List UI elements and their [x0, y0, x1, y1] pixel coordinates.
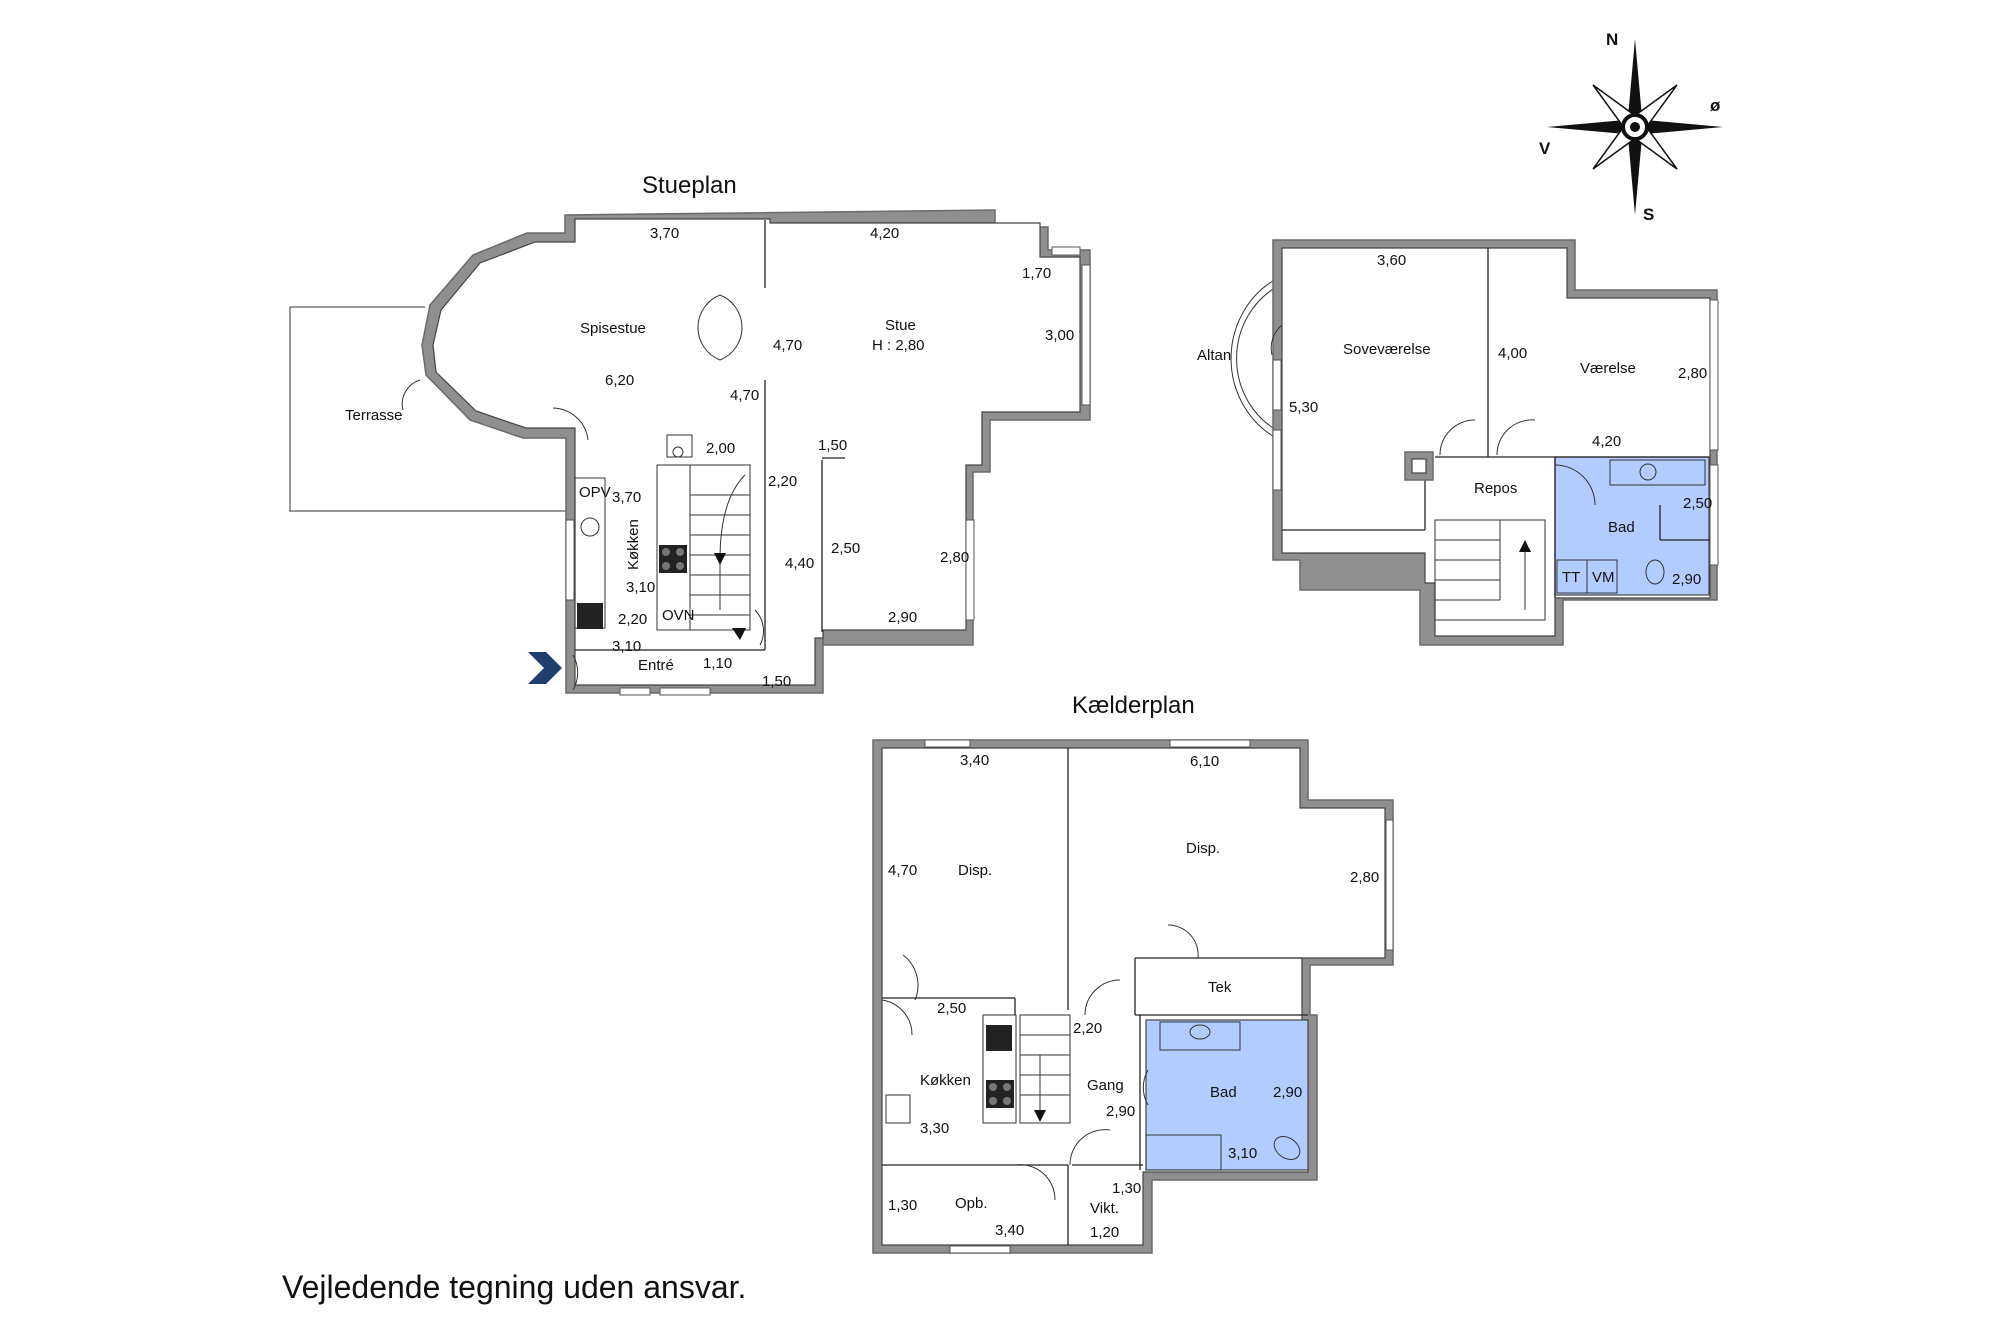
- dim-opb-w: 3,40: [995, 1222, 1024, 1239]
- stueplan-plan: Terrasse Spisestue 3,70 6,20 Stue H : 2,…: [289, 209, 1091, 696]
- dim-spisestue-w: 3,70: [650, 225, 679, 242]
- label-tt: TT: [1562, 569, 1580, 586]
- label-kaelder-bad: Bad: [1210, 1084, 1237, 1101]
- dim-disp1-w: 3,40: [960, 752, 989, 769]
- dim-kitchen-len: 3,70: [612, 489, 641, 506]
- stueplan-title: Stueplan: [642, 172, 737, 199]
- dim-bay-w: 1,70: [1022, 265, 1051, 282]
- dim-kitchen-w2: 2,20: [618, 611, 647, 628]
- label-ovn: OVN: [662, 607, 695, 624]
- dim-upper-bad-d: 2,50: [1683, 495, 1712, 512]
- dim-kitchen-top: 2,00: [706, 440, 735, 457]
- label-opb: Opb.: [955, 1195, 988, 1212]
- dim-gang-len: 2,90: [1106, 1103, 1135, 1120]
- dim-upper-bad-w: 2,90: [1672, 571, 1701, 588]
- dim-k-len: 3,30: [920, 1120, 949, 1137]
- compass-s: S: [1643, 205, 1654, 224]
- label-vm: VM: [1592, 569, 1615, 586]
- dim-between: 4,70: [730, 387, 759, 404]
- dim-hall-len: 4,40: [785, 555, 814, 572]
- dim-gang-top: 2,20: [1073, 1020, 1102, 1037]
- label-sovevaerelse: Soveværelse: [1343, 341, 1431, 358]
- dim-opb-d: 1,30: [888, 1197, 917, 1214]
- dim-vaer-b: 4,20: [1592, 433, 1621, 450]
- dim-stue-right: 2,80: [940, 549, 969, 566]
- dim-entre-bottom: 1,50: [762, 673, 791, 690]
- compass-w: V: [1539, 139, 1551, 158]
- entrance-arrow-icon: [528, 652, 562, 684]
- label-tek: Tek: [1208, 979, 1232, 996]
- dim-stue-left: 4,70: [773, 337, 802, 354]
- label-vikt: Vikt.: [1090, 1200, 1119, 1217]
- label-repos: Repos: [1474, 480, 1517, 497]
- label-disp2: Disp.: [1186, 840, 1220, 857]
- dim-hall-top: 1,50: [818, 437, 847, 454]
- label-stue-h: H : 2,80: [872, 337, 925, 354]
- dim-stair-top: 2,20: [768, 473, 797, 490]
- dim-sov-d: 5,30: [1289, 399, 1318, 416]
- dim-sov-w: 3,60: [1377, 252, 1406, 269]
- label-upper-bad: Bad: [1608, 519, 1635, 536]
- dim-hall-d: 2,50: [831, 540, 860, 557]
- dim-disp1-d: 4,70: [888, 862, 917, 879]
- label-terrasse: Terrasse: [345, 407, 403, 424]
- upper-plan: Altan Soveværelse 3,60 5,30 Værelse 4,00…: [1197, 239, 1719, 646]
- kaelderplan-plan: Disp. 3,40 4,70 Disp. 6,10 2,80 Tek Køkk…: [872, 739, 1394, 1254]
- dim-entre-d: 1,10: [703, 655, 732, 672]
- label-entre: Entré: [638, 657, 674, 674]
- dim-disp2-w: 6,10: [1190, 753, 1219, 770]
- dim-spisestue-d: 6,20: [605, 372, 634, 389]
- label-disp1: Disp.: [958, 862, 992, 879]
- dim-k-top: 2,50: [937, 1000, 966, 1017]
- label-vaerelse: Værelse: [1580, 360, 1636, 377]
- dim-disp2-d: 2,80: [1350, 869, 1379, 886]
- compass-n: N: [1606, 30, 1618, 49]
- dim-vaer-l: 4,00: [1498, 345, 1527, 362]
- dim-kitchen-w: 3,10: [626, 579, 655, 596]
- dim-entre-w: 3,10: [612, 638, 641, 655]
- dim-vaer-d: 2,80: [1678, 365, 1707, 382]
- label-spisestue: Spisestue: [580, 320, 646, 337]
- disclaimer: Vejledende tegning uden ansvar.: [282, 1269, 746, 1305]
- dim-stue-d: 3,00: [1045, 327, 1074, 344]
- dim-vikt-d: 1,30: [1112, 1180, 1141, 1197]
- dim-kaelder-bad-d: 2,90: [1273, 1084, 1302, 1101]
- compass-rose-icon: [1547, 39, 1723, 215]
- kaelderplan-title: Kælderplan: [1072, 692, 1195, 719]
- dim-kaelder-bad-w: 3,10: [1228, 1145, 1257, 1162]
- label-koekken: Køkken: [625, 519, 642, 570]
- dim-stue-w: 4,20: [870, 225, 899, 242]
- compass-e: ø: [1710, 96, 1721, 115]
- dim-stue-bottom: 2,90: [888, 609, 917, 626]
- label-kaelder-koekken: Køkken: [920, 1072, 971, 1089]
- label-opv: OPV: [579, 484, 611, 501]
- label-gang: Gang: [1087, 1077, 1124, 1094]
- dim-vikt-w: 1,20: [1090, 1224, 1119, 1241]
- label-stue: Stue: [885, 317, 916, 334]
- label-altan: Altan: [1197, 347, 1231, 364]
